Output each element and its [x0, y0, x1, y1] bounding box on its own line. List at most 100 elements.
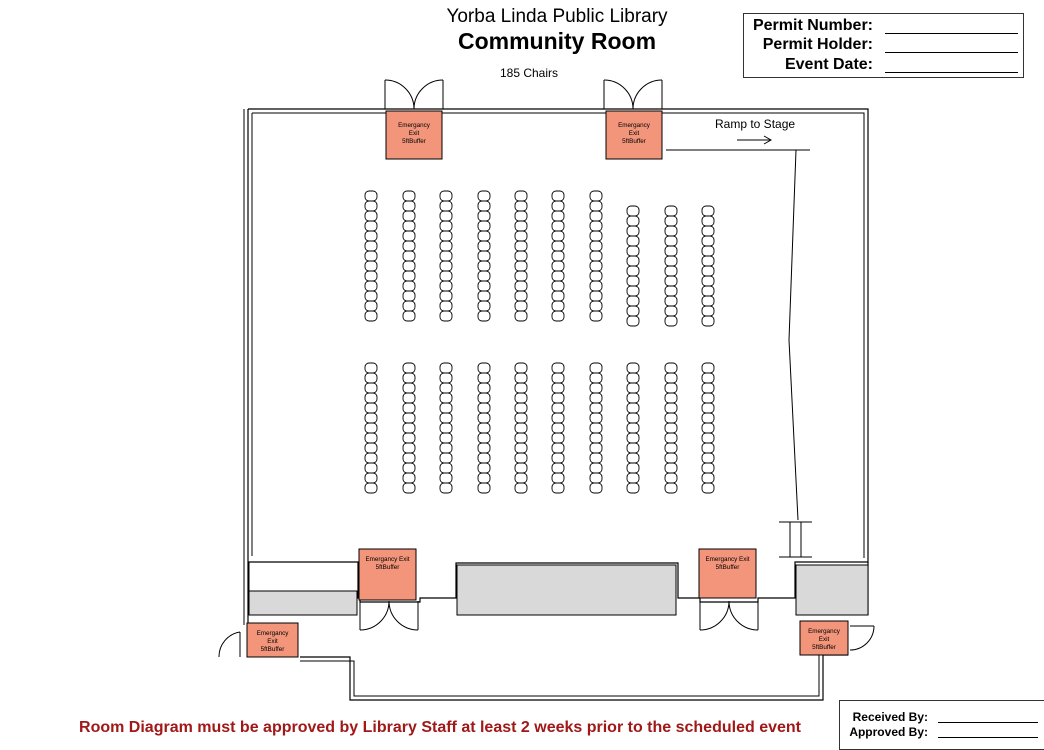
chair	[664, 392, 678, 404]
chair	[664, 205, 678, 217]
exit-zone-label: Exit	[629, 130, 640, 137]
chair	[439, 482, 453, 494]
seating-back-section	[364, 362, 715, 494]
exit-zone-label: Exit	[267, 638, 278, 645]
door-south-right	[699, 600, 759, 631]
chair	[701, 482, 715, 494]
chair	[626, 215, 640, 227]
chair	[364, 280, 378, 292]
chair	[626, 285, 640, 297]
chair	[477, 220, 491, 232]
exit-zone-label: Emergancy	[257, 630, 290, 637]
door-north-left-arc-right	[413, 79, 444, 110]
chair	[514, 290, 528, 302]
chair	[402, 372, 416, 384]
chair	[439, 240, 453, 252]
chair	[402, 310, 416, 322]
chair	[664, 295, 678, 307]
chair	[664, 315, 678, 327]
chair	[589, 412, 603, 424]
chair	[477, 442, 491, 454]
chair	[626, 412, 640, 424]
chair	[701, 372, 715, 384]
chair	[701, 452, 715, 464]
chair	[364, 270, 378, 282]
door-south-left-arc-right	[388, 600, 419, 631]
chair	[477, 190, 491, 202]
chair	[626, 245, 640, 257]
chair	[551, 220, 565, 232]
approved-by-field[interactable]	[938, 737, 1038, 738]
chair	[589, 382, 603, 394]
chair	[402, 270, 416, 282]
exit-zone-label: 5ftBuffer	[261, 646, 285, 653]
chair	[589, 372, 603, 384]
chair	[551, 442, 565, 454]
chair	[402, 240, 416, 252]
chair	[664, 362, 678, 374]
chair	[477, 362, 491, 374]
chair	[402, 362, 416, 374]
chair	[626, 452, 640, 464]
exit-zone-label: 5ftBuffer	[622, 138, 646, 145]
chair	[551, 240, 565, 252]
event-date-field[interactable]	[885, 72, 1018, 73]
received-by-row: Received By:	[840, 710, 1044, 726]
received-by-field[interactable]	[938, 722, 1038, 723]
permit-number-field[interactable]	[885, 33, 1018, 34]
chair	[477, 432, 491, 444]
chair	[364, 422, 378, 434]
chair	[364, 412, 378, 424]
chair	[514, 190, 528, 202]
chair	[551, 280, 565, 292]
approved-by-label: Approved By:	[849, 725, 928, 739]
chair	[514, 412, 528, 424]
chair	[439, 422, 453, 434]
chair	[477, 200, 491, 212]
chair	[701, 422, 715, 434]
chair	[439, 290, 453, 302]
chair	[701, 295, 715, 307]
chair	[477, 290, 491, 302]
chair	[477, 472, 491, 484]
chair	[364, 290, 378, 302]
chair	[589, 210, 603, 222]
chair	[364, 462, 378, 474]
chair	[364, 190, 378, 202]
room-name: Community Room	[457, 28, 657, 54]
permit-holder-field[interactable]	[885, 52, 1018, 53]
exit-zone-label: Emergancy	[398, 122, 431, 129]
room-wall-outer	[248, 108, 869, 603]
chair	[477, 482, 491, 494]
door-north-right-arc-right	[632, 79, 663, 110]
chair	[402, 412, 416, 424]
chair	[589, 240, 603, 252]
chair	[402, 290, 416, 302]
chair	[701, 442, 715, 454]
chair	[701, 432, 715, 444]
chair	[402, 210, 416, 222]
chair	[477, 310, 491, 322]
chair	[551, 422, 565, 434]
chair	[626, 392, 640, 404]
chair	[551, 310, 565, 322]
door-north-left-arc-left	[384, 79, 415, 110]
chair	[402, 220, 416, 232]
chair	[514, 362, 528, 374]
exit-zone-label: Exit	[409, 130, 420, 137]
chair	[664, 255, 678, 267]
received-by-label: Received By:	[852, 710, 928, 724]
chair	[589, 260, 603, 272]
chair	[477, 270, 491, 282]
chair	[701, 305, 715, 317]
chair	[514, 372, 528, 384]
door-north-right-arc-left	[603, 79, 634, 110]
seating-front-section	[364, 190, 715, 327]
exit-zone-box	[385, 110, 443, 160]
chair	[477, 412, 491, 424]
chair	[701, 462, 715, 474]
chair	[664, 462, 678, 474]
chair	[589, 310, 603, 322]
chair	[364, 240, 378, 252]
